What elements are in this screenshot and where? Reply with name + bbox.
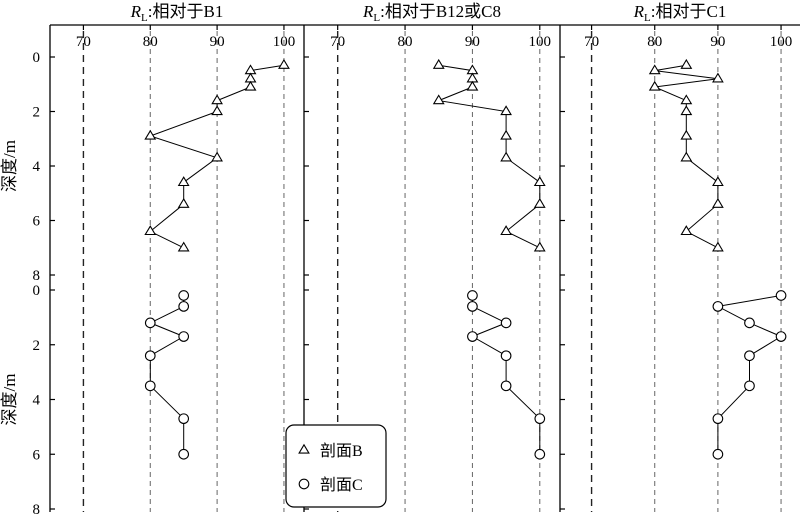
legend-box <box>285 424 387 508</box>
series-line-C-2 <box>716 295 783 455</box>
marker-B-2-0 <box>680 58 693 69</box>
panel-title-main-1: R <box>362 2 374 21</box>
marker-C-2-7 <box>712 448 724 460</box>
legend-marker-circle <box>298 478 310 490</box>
x-tick-label-1-70: 70 <box>330 34 345 50</box>
marker-B-1-9 <box>533 197 546 208</box>
y-axis-title-0: 深度/m <box>0 140 19 192</box>
marker-B-2-1 <box>648 64 661 75</box>
marker-C-2-2 <box>744 317 755 329</box>
marker-C-1-5 <box>500 380 512 392</box>
marker-B-0-4 <box>211 94 223 105</box>
marker-B-1-10 <box>500 225 512 236</box>
legend-label-1: 剖面C <box>320 476 363 494</box>
marker-C-0-6 <box>178 413 190 425</box>
marker-C-0-1 <box>178 301 190 312</box>
marker-C-1-0 <box>467 290 478 301</box>
marker-C-0-5 <box>144 380 156 392</box>
marker-B-1-2 <box>466 72 479 83</box>
marker-B-2-4 <box>680 94 693 105</box>
marker-B-0-9 <box>177 197 190 208</box>
y-tick-label-1-8: 8 <box>33 502 41 518</box>
marker-B-2-5 <box>680 105 693 116</box>
y-tick-label-0-6: 6 <box>33 214 41 230</box>
y-tick-label-0-0: 0 <box>33 50 41 66</box>
marker-C-2-4 <box>744 350 755 362</box>
panel-title-sub-1: L <box>373 12 380 24</box>
marker-B-0-5 <box>211 105 223 116</box>
marker-C-0-4 <box>144 350 156 362</box>
marker-C-0-3 <box>178 331 190 342</box>
series-line-B-1 <box>436 64 541 249</box>
y-axis-title-1: 深度/m <box>0 374 19 426</box>
marker-B-0-8 <box>177 176 190 187</box>
marker-B-1-6 <box>500 129 512 140</box>
marker-C-2-3 <box>775 331 787 342</box>
marker-B-2-11 <box>712 241 724 252</box>
y-tick-label-1-4: 4 <box>33 393 41 409</box>
marker-B-0-7 <box>211 151 223 162</box>
marker-C-1-2 <box>500 317 512 329</box>
marker-C-2-1 <box>712 301 724 312</box>
legend-label-0: 剖面B <box>320 442 363 460</box>
y-tick-label-0-8: 8 <box>33 268 41 284</box>
marker-B-0-2 <box>244 72 257 83</box>
y-tick-label-1-2: 2 <box>33 338 41 354</box>
series-line-C-0 <box>149 295 185 455</box>
marker-B-1-5 <box>500 105 512 116</box>
panel-title-main-0: R <box>130 2 142 21</box>
marker-B-2-10 <box>680 225 693 236</box>
marker-B-2-3 <box>648 80 661 91</box>
marker-B-0-0 <box>278 58 290 69</box>
marker-B-1-4 <box>432 94 445 105</box>
marker-C-1-1 <box>467 301 478 312</box>
panel-title-rest-1: :相对于B12或C8 <box>380 2 501 21</box>
marker-B-2-9 <box>712 197 724 208</box>
y-tick-label-1-6: 6 <box>33 447 41 463</box>
marker-B-0-6 <box>144 129 157 140</box>
panel-title-2: RL:相对于C1 <box>633 2 727 24</box>
y-tick-label-0-2: 2 <box>33 105 41 121</box>
marker-B-1-8 <box>533 176 546 187</box>
marker-B-2-8 <box>712 176 724 187</box>
marker-C-1-6 <box>534 413 546 425</box>
panel-title-sub-2: L <box>644 12 651 24</box>
series-line-B-2 <box>652 64 719 249</box>
marker-B-0-11 <box>177 241 190 252</box>
marker-C-1-4 <box>500 350 512 362</box>
marker-B-1-11 <box>533 241 546 252</box>
marker-B-1-7 <box>500 151 512 162</box>
legend-marker-triangle <box>298 443 310 454</box>
marker-C-1-3 <box>467 331 478 342</box>
panel-title-rest-0: :相对于B1 <box>148 2 224 21</box>
marker-B-1-3 <box>466 80 479 91</box>
panel-title-rest-2: :相对于C1 <box>651 2 727 21</box>
marker-B-1-0 <box>432 58 445 69</box>
panel-title-0: RL:相对于B1 <box>130 2 224 24</box>
marker-C-2-5 <box>744 380 755 392</box>
y-tick-label-0-4: 4 <box>33 159 41 175</box>
marker-C-2-0 <box>775 290 787 301</box>
marker-B-2-7 <box>680 151 693 162</box>
marker-B-0-3 <box>244 80 257 91</box>
series-line-C-1 <box>471 295 541 455</box>
panel-title-1: RL:相对于B12或C8 <box>362 2 501 24</box>
marker-C-1-7 <box>534 448 546 460</box>
marker-C-0-0 <box>178 290 190 301</box>
panel-title-sub-0: L <box>141 12 148 24</box>
marker-B-0-10 <box>144 225 157 236</box>
x-tick-label-2-70: 70 <box>584 34 599 50</box>
marker-B-2-6 <box>680 129 693 140</box>
marker-C-0-2 <box>144 317 156 329</box>
panel-title-main-2: R <box>633 2 645 21</box>
x-tick-label-0-70: 70 <box>76 34 91 50</box>
marker-B-2-2 <box>712 72 724 83</box>
y-tick-label-1-0: 0 <box>33 283 41 299</box>
marker-C-0-7 <box>178 448 190 460</box>
marker-C-2-6 <box>712 413 724 425</box>
